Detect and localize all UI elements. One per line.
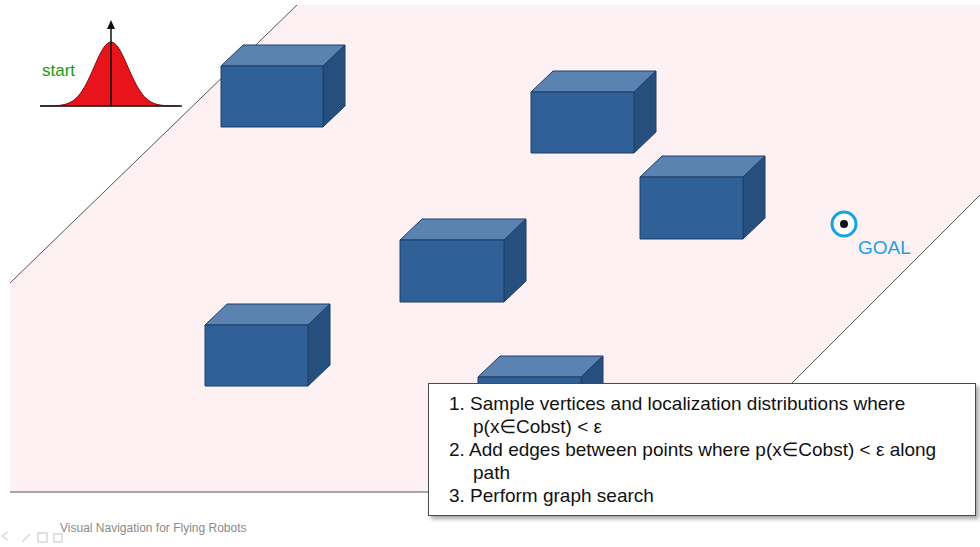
obstacle-face bbox=[400, 240, 504, 302]
plane-edge bbox=[790, 195, 980, 385]
obstacle-face bbox=[531, 92, 634, 153]
start-label: start bbox=[42, 61, 75, 81]
footer-icons bbox=[2, 532, 62, 542]
obstacle-face bbox=[308, 304, 330, 386]
obstacle-face bbox=[205, 325, 308, 386]
text-box: 1. Sample vertices and localization dist… bbox=[428, 383, 976, 516]
start-gaussian bbox=[40, 20, 182, 106]
obstacle-face bbox=[743, 156, 765, 239]
plane-edge bbox=[10, 492, 430, 493]
list-item: 2. Add edges between points where p(x∈Co… bbox=[439, 438, 965, 484]
goal-marker bbox=[832, 212, 856, 236]
goal-label: GOAL bbox=[858, 237, 911, 259]
obstacle-face bbox=[504, 219, 526, 302]
obstacle-face bbox=[640, 177, 743, 239]
list-item: 3. Perform graph search bbox=[439, 484, 965, 507]
obstacle-face bbox=[221, 66, 323, 127]
obstacles bbox=[205, 45, 765, 438]
footer-text: Visual Navigation for Flying Robots bbox=[60, 522, 247, 536]
obstacle-face bbox=[323, 45, 345, 127]
obstacle-face bbox=[634, 71, 656, 153]
list-item: 1. Sample vertices and localization dist… bbox=[439, 392, 965, 438]
